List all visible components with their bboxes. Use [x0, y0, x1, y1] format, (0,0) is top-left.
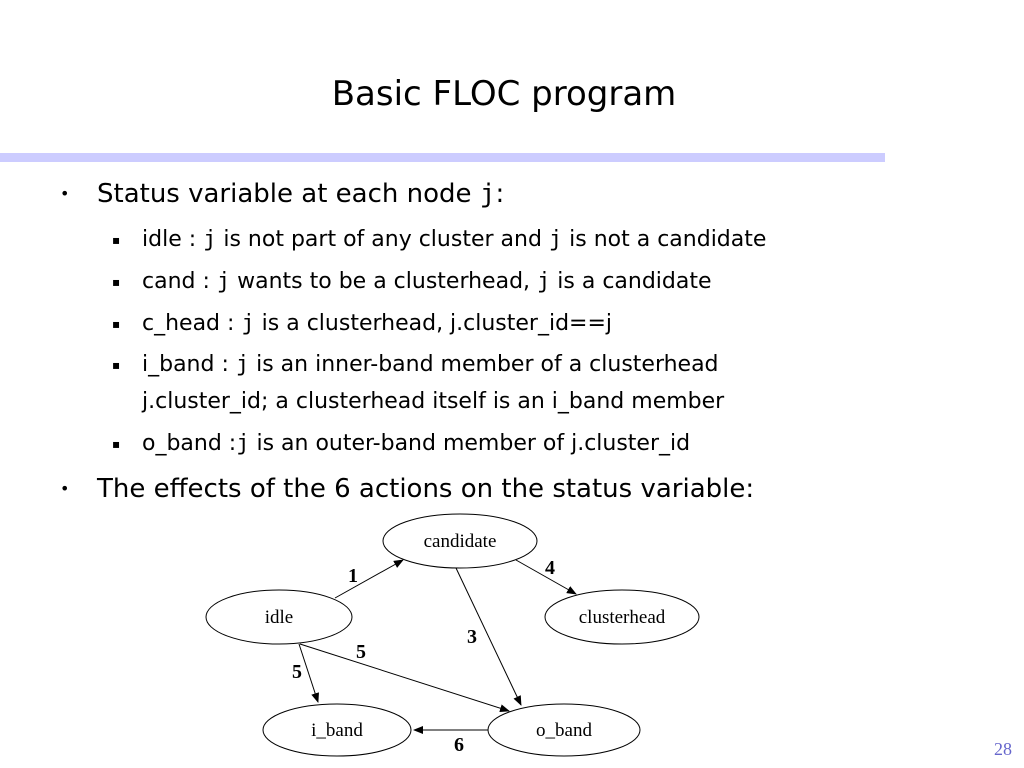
node-idle: idle	[205, 589, 353, 645]
square-bullet-icon: ▪	[112, 317, 121, 331]
node-label-i-band: i_band	[311, 720, 363, 741]
node-label-clusterhead: clusterhead	[579, 607, 666, 628]
edge-label-3: 3	[467, 626, 477, 648]
sub-bullet-text: o_band :j is an outer-band member of j.c…	[142, 430, 690, 458]
edge-label-1: 1	[348, 565, 358, 587]
node-variable: j	[236, 431, 250, 456]
node-label-candidate: candidate	[424, 531, 497, 552]
sub-bullet-text-part: is a candidate	[550, 269, 712, 294]
node-clusterhead: clusterhead	[544, 589, 700, 645]
edge-idle-to-o-band	[299, 643, 510, 713]
edge-label-6: 6	[454, 734, 464, 756]
sub-bullet-text-part: o_band :	[142, 431, 237, 456]
node-variable: j	[537, 269, 551, 294]
slide-title: Basic FLOC program	[331, 74, 677, 114]
sub-bullet-text-part: is not part of any cluster and	[216, 227, 549, 252]
node-variable: j	[479, 179, 496, 209]
sub-bullet-text-part: idle :	[142, 227, 204, 252]
sub-bullet-text: i_band : j is an inner-band member of a …	[142, 351, 719, 379]
node-o-band: o_band	[487, 703, 641, 757]
node-variable: j	[216, 269, 231, 294]
bullet-dot: •	[60, 184, 70, 203]
node-variable: j	[203, 227, 217, 252]
edge-label-4: 4	[545, 557, 555, 579]
node-candidate: candidate	[382, 513, 538, 569]
sub-bullet-text: cand : j wants to be a clusterhead, j is…	[142, 268, 712, 296]
sub-bullet-text-part: i_band :	[142, 352, 236, 377]
sub-bullet-text-part: wants to be a clusterhead,	[230, 269, 538, 294]
page-number: 28	[994, 739, 1012, 759]
node-label-o-band: o_band	[536, 720, 592, 741]
edge-label-5-i-band: 5	[292, 661, 302, 683]
bullet-list: • Status variable at each node j: ▪ idle…	[60, 178, 766, 504]
node-variable: j	[235, 352, 250, 377]
bullet-text: Status variable at each node j:	[97, 178, 504, 210]
node-variable: j	[241, 311, 255, 336]
node-i-band: i_band	[262, 703, 412, 757]
edge-candidate-to-o-band	[455, 567, 522, 706]
node-label-idle: idle	[265, 607, 294, 628]
sub-bullet-text: j.cluster_id; a clusterhead itself is an…	[142, 389, 725, 414]
sub-bullet-text-part: c_head :	[142, 311, 242, 336]
edge-idle-to-candidate	[334, 559, 404, 599]
bullet-dot: •	[60, 479, 70, 498]
sub-bullet-text: c_head : j is a clusterhead, j.cluster_i…	[142, 310, 612, 338]
status-transition-diagram: candidate idle clusterhead i_band o_band…	[205, 513, 700, 757]
sub-bullet-text-part: is not a candidate	[562, 227, 767, 252]
sub-bullet-text-part: cand :	[142, 269, 217, 294]
edge-label-5-o-band: 5	[356, 641, 366, 663]
edge-idle-to-i-band	[298, 643, 319, 703]
title-underline	[0, 153, 885, 162]
square-bullet-icon: ▪	[112, 437, 121, 451]
square-bullet-icon: ▪	[112, 233, 121, 247]
edge-candidate-to-clusterhead	[515, 559, 577, 595]
sub-bullet-text: idle : j is not part of any cluster and …	[142, 226, 766, 254]
bullet-text: The effects of the 6 actions on the stat…	[97, 474, 755, 504]
square-bullet-icon: ▪	[112, 275, 121, 289]
bullet-text-part: :	[495, 179, 505, 209]
bullet-text-part: Status variable at each node	[97, 179, 480, 209]
sub-bullet-text-part: is an outer-band member of j.cluster_id	[249, 431, 691, 456]
square-bullet-icon: ▪	[112, 358, 121, 372]
sub-bullet-text-part: is an inner-band member of a clusterhead	[249, 352, 719, 377]
sub-bullet-text-part: is a clusterhead, j.cluster_id==j	[254, 311, 613, 336]
node-variable: j	[548, 227, 563, 252]
